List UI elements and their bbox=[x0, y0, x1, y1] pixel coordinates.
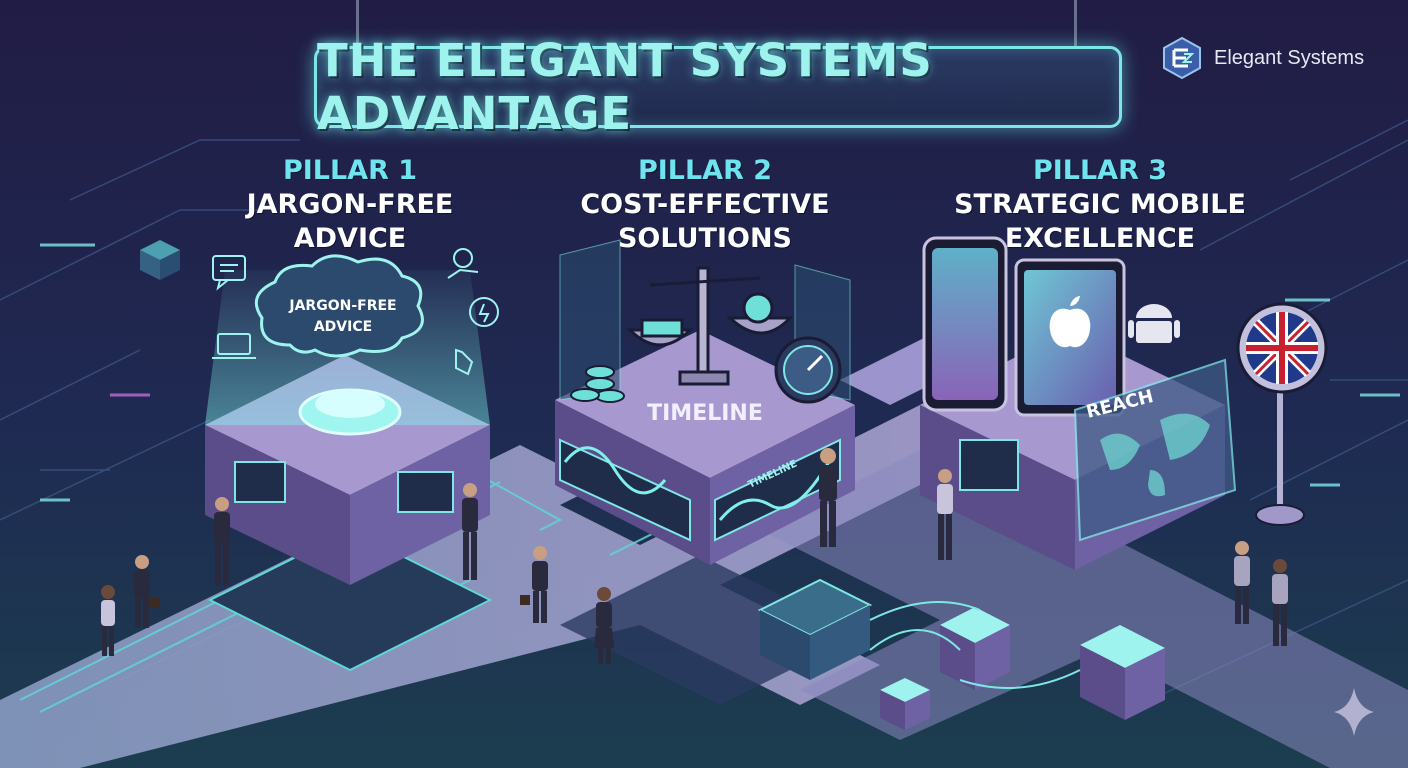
banner-wire-left bbox=[356, 0, 359, 48]
people bbox=[101, 448, 1288, 664]
pillar-1-number: PILLAR 1 bbox=[282, 155, 418, 186]
server-cluster bbox=[757, 578, 1165, 730]
money-hand-icon bbox=[447, 248, 479, 279]
timeline-label: TIMELINE bbox=[647, 401, 763, 426]
smartphone-icon bbox=[922, 236, 1008, 412]
person bbox=[594, 587, 614, 664]
pillar-3-number: PILLAR 3 bbox=[1032, 155, 1168, 186]
laptop-icon bbox=[212, 333, 256, 359]
pillar-1-heading: PILLAR 1 JARGON-FREE ADVICE bbox=[240, 154, 460, 256]
page-title: THE ELEGANT SYSTEMS ADVANTAGE bbox=[317, 34, 933, 140]
es-monogram-icon bbox=[1163, 36, 1201, 80]
pillar-2-building bbox=[555, 239, 855, 565]
brand-name: Elegant Systems bbox=[1214, 46, 1365, 69]
pillar-2-heading: PILLAR 2 COST-EFFECTIVE SOLUTIONS bbox=[570, 154, 840, 256]
coins-icon bbox=[570, 365, 625, 403]
person bbox=[101, 585, 115, 656]
world-map-icon bbox=[1073, 358, 1237, 542]
advice-cloud bbox=[254, 254, 424, 358]
pointer-hand-icon bbox=[455, 348, 474, 376]
person bbox=[520, 546, 548, 623]
lightbulb-icon bbox=[469, 297, 499, 327]
stopwatch-icon bbox=[774, 336, 842, 404]
title-banner: THE ELEGANT SYSTEMS ADVANTAGE bbox=[314, 34, 1122, 140]
banner-wire-right bbox=[1074, 0, 1077, 48]
person bbox=[937, 469, 953, 560]
scale-icon bbox=[626, 266, 794, 386]
pillar-2-number: PILLAR 2 bbox=[637, 155, 773, 186]
person bbox=[1234, 541, 1250, 624]
bubble-line-2: ADVICE bbox=[314, 319, 372, 335]
bubble-line-1: JARGON-FREE bbox=[288, 298, 396, 314]
circuit-dashes bbox=[40, 243, 1400, 502]
brand: Elegant Systems bbox=[1160, 36, 1364, 80]
apple-icon bbox=[1049, 296, 1091, 348]
person bbox=[819, 448, 837, 547]
person bbox=[214, 497, 230, 586]
chat-icon bbox=[212, 255, 246, 291]
person bbox=[1272, 559, 1288, 646]
android-icon bbox=[1128, 304, 1180, 343]
person bbox=[134, 555, 160, 628]
person bbox=[462, 483, 478, 580]
pillar-1-name-line-2: ADVICE bbox=[293, 223, 407, 254]
pillar-3-name-line-1: STRATEGIC MOBILE bbox=[954, 189, 1246, 220]
pillar-3-name-line-2: EXCELLENCE bbox=[1004, 223, 1196, 254]
pillar-3-heading: PILLAR 3 STRATEGIC MOBILE EXCELLENCE bbox=[950, 154, 1250, 256]
pillar-2-name-line-2: SOLUTIONS bbox=[617, 223, 793, 254]
uk-flag-pin-icon bbox=[1236, 302, 1328, 526]
pillar-2-name-line-1: COST-EFFECTIVE bbox=[580, 189, 830, 220]
pillar-1-name-line-1: JARGON-FREE bbox=[246, 189, 454, 220]
floating-cube bbox=[140, 240, 180, 280]
sparkle-icon bbox=[1334, 688, 1374, 736]
